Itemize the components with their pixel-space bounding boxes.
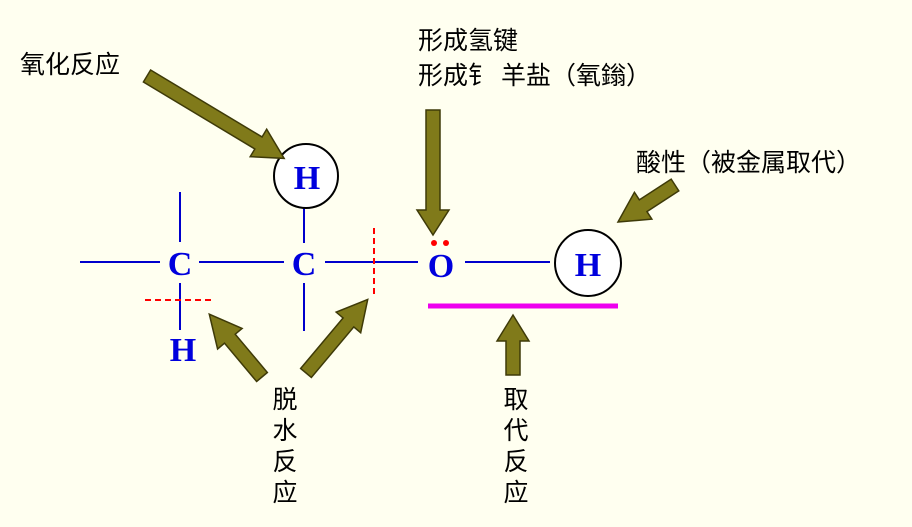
label-substitution-char: 应 xyxy=(503,478,528,507)
atom-o: O xyxy=(428,248,454,285)
h-right-circle xyxy=(554,229,622,297)
arrow-acidity xyxy=(616,178,680,223)
cleavage-marks xyxy=(145,228,375,301)
atom-h-top: H xyxy=(294,160,320,197)
label-substitution-char: 代 xyxy=(503,416,528,445)
label-dehydration: 脱 水 反 应 xyxy=(272,385,297,507)
label-substitution: 取 代 反 应 xyxy=(503,385,528,507)
label-hbond-line1: 形成氢键 xyxy=(418,26,518,55)
lone-pair-dots xyxy=(431,240,449,246)
label-substitution-char: 取 xyxy=(503,385,528,414)
arrow-dehydration-left xyxy=(208,312,269,383)
label-hbond-line2: 形成钅 羊盐（氧鎓） xyxy=(418,61,651,90)
bonds xyxy=(80,192,550,331)
label-substitution-char: 反 xyxy=(503,447,528,476)
arrow-oxidation xyxy=(142,68,286,160)
label-dehydration-char: 应 xyxy=(272,478,297,507)
lone-pair-dot-right xyxy=(443,240,449,246)
h-top-circle xyxy=(273,143,339,209)
atom-c1: C xyxy=(168,246,193,283)
label-dehydration-char: 脱 xyxy=(272,385,297,414)
arrow-hbond xyxy=(415,109,451,237)
label-acidity: 酸性（被金属取代） xyxy=(636,148,861,177)
atom-h-right: H xyxy=(575,247,601,284)
atom-c2: C xyxy=(292,246,317,283)
label-oxidation: 氧化反应 xyxy=(20,50,120,79)
label-dehydration-char: 反 xyxy=(272,447,297,476)
label-dehydration-char: 水 xyxy=(272,416,297,445)
arrow-substitution xyxy=(495,313,531,376)
arrows xyxy=(142,68,680,383)
lone-pair-dot-left xyxy=(431,240,437,246)
atom-h-bottom: H xyxy=(170,332,196,369)
arrow-dehydration-right xyxy=(299,298,369,379)
